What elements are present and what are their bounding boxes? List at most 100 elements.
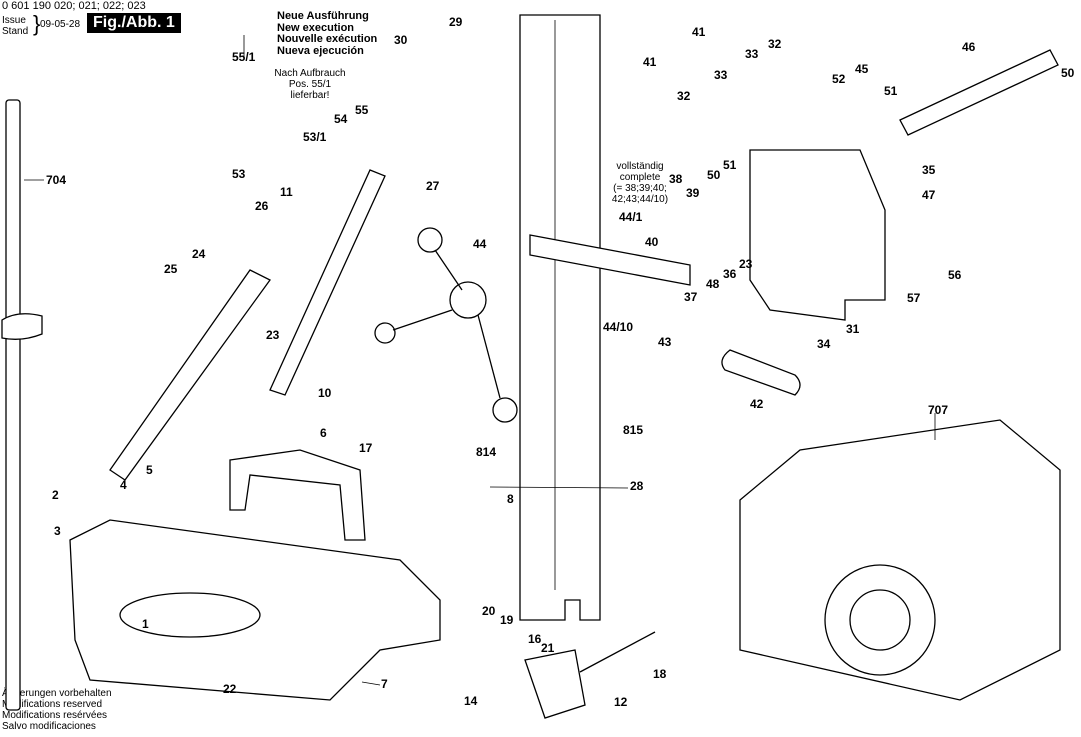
part-callout: 36 xyxy=(723,267,737,281)
part-callout: 23 xyxy=(739,257,753,271)
base-plate-1 xyxy=(69,519,441,701)
part-callout: 41 xyxy=(643,55,657,69)
carriage-31 xyxy=(749,149,886,321)
part-callout: 815 xyxy=(623,423,644,437)
part-callout: 40 xyxy=(645,235,659,249)
part-callout: 41 xyxy=(692,25,706,39)
part-callout: 18 xyxy=(653,667,667,681)
part-callout: 30 xyxy=(394,33,408,47)
part-callout: 51 xyxy=(723,158,737,172)
part-callout: 25 xyxy=(164,262,178,276)
star-handle-44 xyxy=(374,227,518,423)
part-callout: 50 xyxy=(1061,66,1075,80)
part-callout: 11 xyxy=(280,185,293,199)
part-callout: 10 xyxy=(318,386,332,400)
note-line: lieferbar! xyxy=(290,90,330,101)
part-callout: 7 xyxy=(381,677,388,691)
column-704 xyxy=(5,99,21,711)
clamp-12 xyxy=(524,649,586,719)
part-callout: 54 xyxy=(334,112,348,126)
part-callout: 14 xyxy=(464,694,478,708)
grip-42 xyxy=(721,349,801,396)
note-line: Nouvelle exécution xyxy=(277,33,378,45)
part-callout: 56 xyxy=(948,268,962,282)
part-callout: 42 xyxy=(750,397,764,411)
part-callout: 55/1 xyxy=(232,50,256,64)
carry-handle-6 xyxy=(229,449,366,541)
part-callout: 24 xyxy=(192,247,206,261)
strut-10 xyxy=(269,169,386,396)
issue-stand-label: Issue Stand xyxy=(2,15,28,37)
part-callout: 45 xyxy=(855,62,869,76)
part-callout: 47 xyxy=(922,188,936,202)
part-callout: 2 xyxy=(52,488,59,502)
part-callout: 35 xyxy=(922,163,936,177)
part-callout: 44/10 xyxy=(603,320,634,334)
part-callout: 20 xyxy=(482,604,496,618)
footer-line: Modifications reserved xyxy=(2,699,103,710)
part-callout: 37 xyxy=(684,290,698,304)
part-callout: 44 xyxy=(473,237,487,251)
note-line: vollständig xyxy=(616,161,664,172)
rack-column-28 xyxy=(519,14,601,621)
figure-label: Fig./Abb. 1 xyxy=(87,13,181,33)
part-callout: 23 xyxy=(266,328,280,342)
support-strut-24 xyxy=(109,269,271,481)
note-line: complete xyxy=(619,172,661,183)
motor-707 xyxy=(739,419,1061,701)
part-callout: 57 xyxy=(907,291,921,305)
part-callout: 704 xyxy=(46,173,67,187)
part-callout: 51 xyxy=(884,84,898,98)
part-callout: 53/1 xyxy=(303,130,327,144)
part-callout: 33 xyxy=(745,47,759,61)
note-line: Pos. 55/1 xyxy=(288,79,332,90)
part-callout: 52 xyxy=(832,72,846,86)
motor-cap-inner xyxy=(849,589,911,651)
part-callout: 22 xyxy=(223,682,237,696)
part-callout: 34 xyxy=(817,337,831,351)
issue-label: Issue xyxy=(2,15,26,26)
part-callout: 4 xyxy=(120,478,127,492)
part-callout: 31 xyxy=(846,322,860,336)
part-callout: 43 xyxy=(658,335,672,349)
column-clamp xyxy=(1,313,43,340)
brace: } xyxy=(33,11,41,36)
part-callout: 32 xyxy=(768,37,782,51)
part-callout: 3 xyxy=(54,524,61,538)
part-callout: 28 xyxy=(630,479,644,493)
part-callout: 6 xyxy=(320,426,327,440)
note-line: New execution xyxy=(277,21,355,34)
motor-cap xyxy=(824,564,936,676)
part-callout: 55 xyxy=(355,103,369,117)
part-numbers: 0 601 190 020; 021; 022; 023 xyxy=(2,0,146,12)
base-slot xyxy=(119,592,261,638)
part-callout: 44/1 xyxy=(619,210,643,224)
bolt-18 xyxy=(579,631,656,673)
part-callout: 17 xyxy=(359,441,373,455)
part-callout: 50 xyxy=(707,168,721,182)
part-callout: 29 xyxy=(449,15,463,29)
note-line: (= 38;39;40; xyxy=(613,183,667,194)
part-callout: 21 xyxy=(541,641,555,655)
part-callout: 8 xyxy=(507,492,514,506)
part-callout: 48 xyxy=(706,277,720,291)
footer-disclaimer: Änderungen vorbehalten Modifications res… xyxy=(2,688,112,732)
note-line: Neue Ausführung xyxy=(277,10,369,22)
leader-lines xyxy=(24,35,936,686)
note-line: Nach Aufbrauch xyxy=(274,68,346,79)
issue-date: 09-05-28 xyxy=(40,19,81,30)
stand-label: Stand xyxy=(2,26,29,37)
part-callout: 39 xyxy=(686,186,700,200)
note-line: 42;43;44/10) xyxy=(611,194,669,205)
note-line: Nueva ejecución xyxy=(277,44,364,57)
shaft-44-1 xyxy=(529,234,691,286)
part-callout: 5 xyxy=(146,463,153,477)
part-callout: 12 xyxy=(614,695,628,709)
part-callout: 38 xyxy=(669,172,683,186)
part-callout: 26 xyxy=(255,199,269,213)
part-callout: 707 xyxy=(928,403,949,417)
footer-line: Salvo modificaciones xyxy=(2,721,96,732)
part-callout: 32 xyxy=(677,89,691,103)
complete-note: vollständig complete (= 38;39;40; 42;43;… xyxy=(598,161,682,205)
